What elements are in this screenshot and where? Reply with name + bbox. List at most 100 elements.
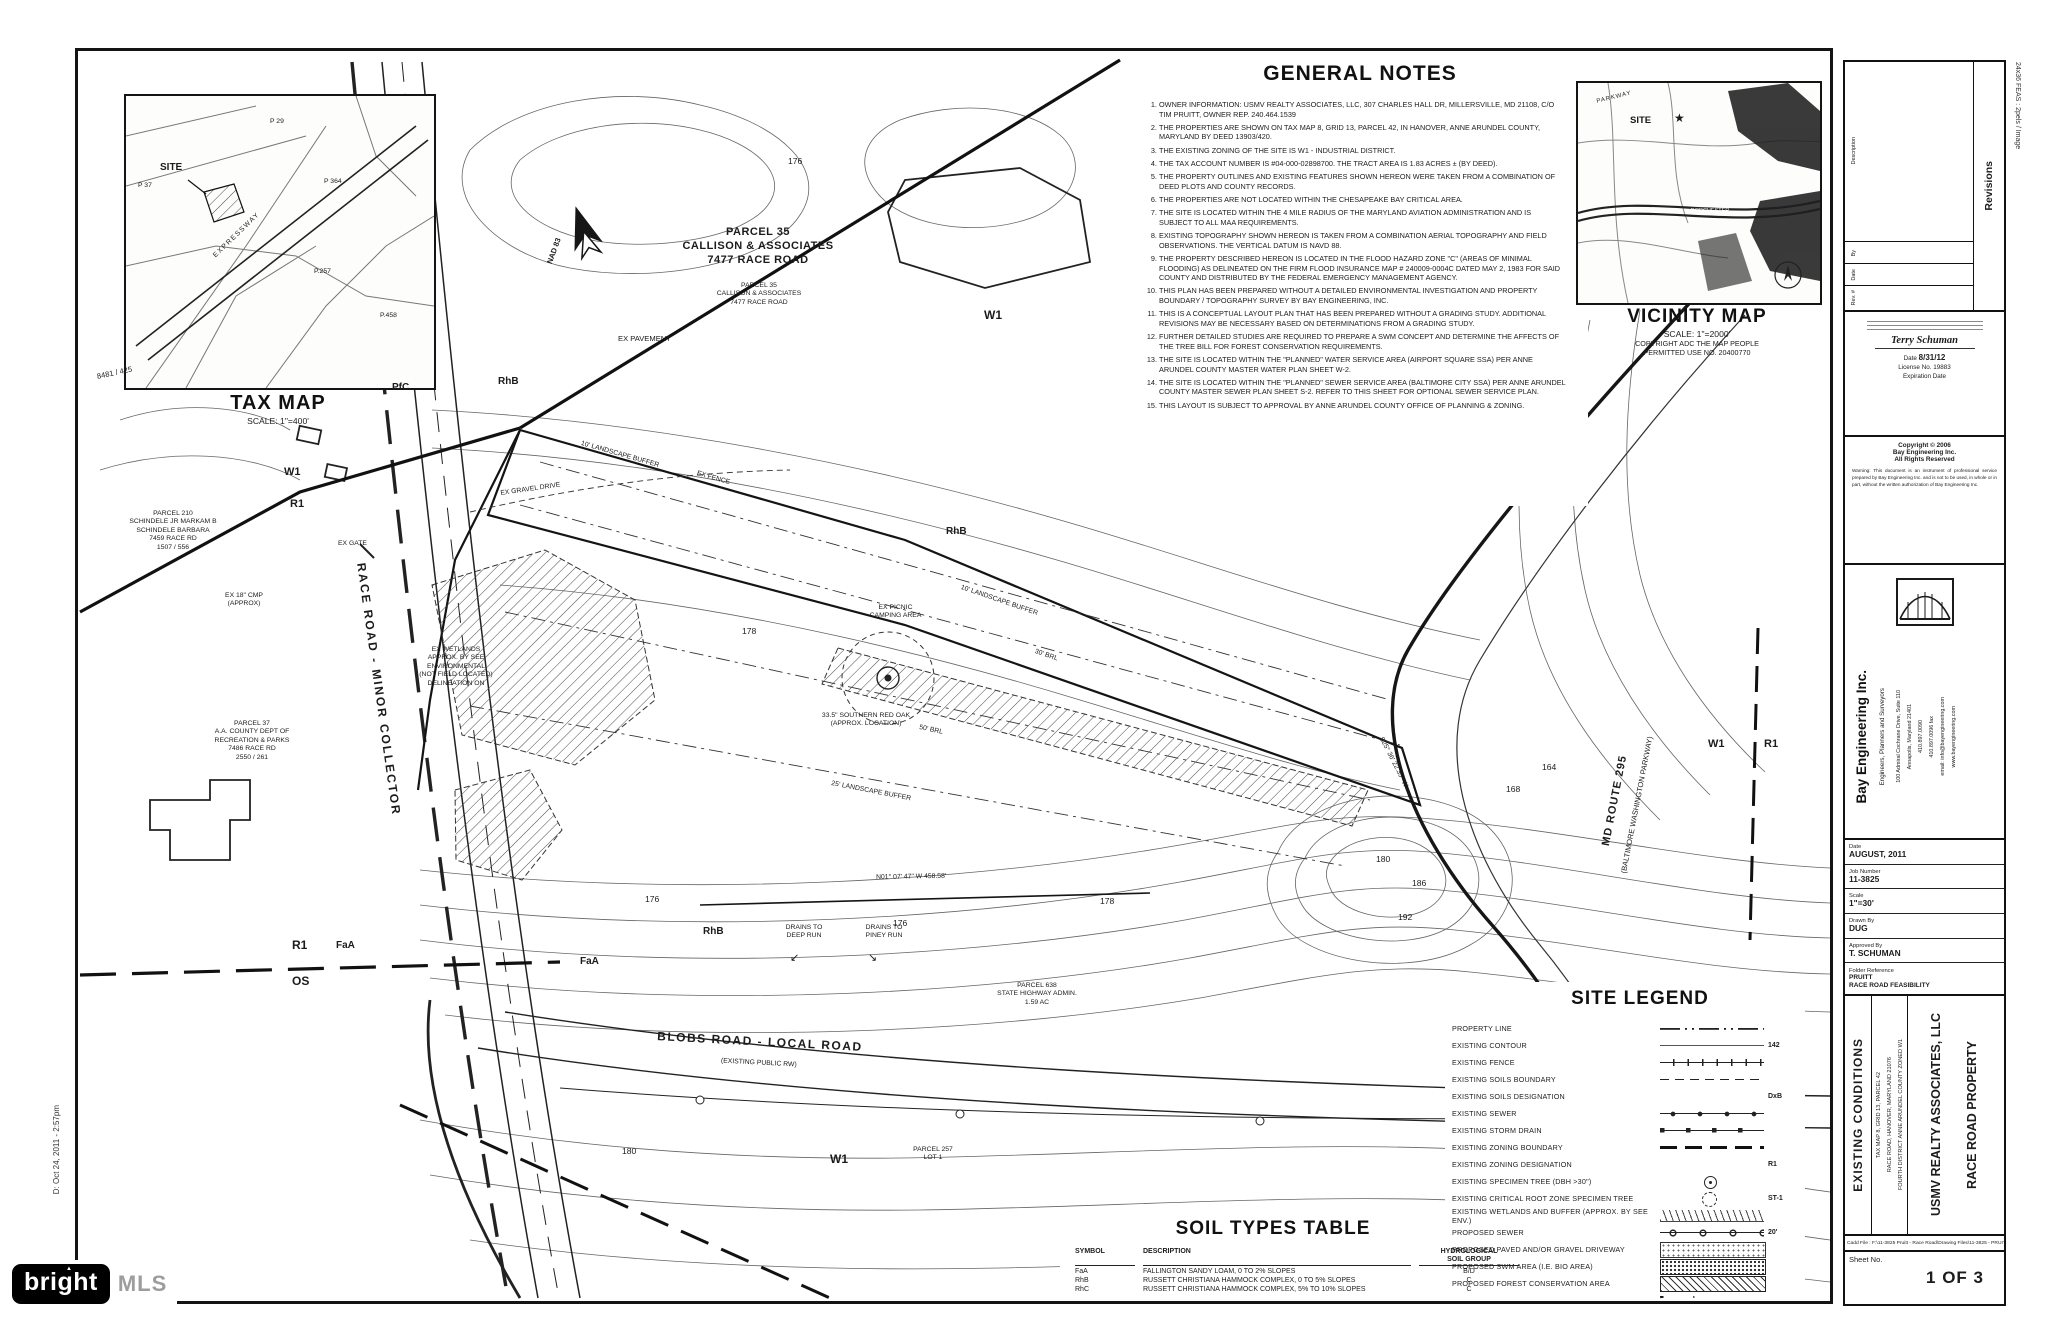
soil-symbol: RhC xyxy=(1075,1286,1090,1294)
stamp-date-value: 8/31/12 xyxy=(1918,353,1946,362)
project-col: RACE ROAD PROPERTY xyxy=(1955,996,1989,1234)
project-meta-3: FOURTH DISTRICT ANNE ARUNDEL COUNTY ZONE… xyxy=(1897,1039,1904,1191)
revisions-divider xyxy=(1973,62,1974,310)
label-zone-w1-left: W1 xyxy=(284,466,301,478)
contour-176-b: 176 xyxy=(645,894,660,904)
legend-item-label: EXISTING CRITICAL ROOT ZONE SPECIMEN TRE… xyxy=(1452,1194,1634,1203)
info-folder-label: Folder Reference xyxy=(1849,968,1894,975)
vicinity-copyright-2: PERMITTED USE NO. 20400770 xyxy=(1643,348,1751,357)
info-job-label: Job Number xyxy=(1849,868,1881,875)
revisions-col-rev-label: Rev. # xyxy=(1851,290,1857,306)
sheet-number-value: 1 OF 3 xyxy=(1926,1268,1984,1287)
revisions-line-2 xyxy=(1845,263,1974,264)
info-date-label: Date xyxy=(1849,844,1862,851)
soil-symbol: RhB xyxy=(1075,1277,1089,1285)
client-name: USMV REALTY ASSOCIATES, LLC xyxy=(1929,1013,1943,1217)
titles-divider-2 xyxy=(1907,996,1908,1234)
revisions-col-date-label: Date xyxy=(1851,269,1857,281)
info-job: Job Number 11-3825 xyxy=(1845,865,2004,890)
contour-178-a: 178 xyxy=(742,626,757,636)
info-approved: Approved By T. SCHUMAN xyxy=(1845,939,2004,964)
label-parcel210: PARCEL 210 SCHINDELE JR MARKAM B SCHINDE… xyxy=(129,510,217,551)
stamp-expiration: Expiration Date xyxy=(1902,373,1947,380)
client-col: USMV REALTY ASSOCIATES, LLC xyxy=(1919,996,1953,1234)
contour-178-b: 178 xyxy=(1100,896,1115,906)
general-note-item: FURTHER DETAILED STUDIES ARE REQUIRED TO… xyxy=(1159,332,1566,351)
legend-item-label: PROPOSED SEWER xyxy=(1452,1228,1524,1237)
legend-item-symbol xyxy=(1660,1191,1764,1207)
stamp-cert-line-3 xyxy=(1866,329,1983,330)
legend-item-label: EXISTING ZONING DESIGNATION xyxy=(1452,1160,1572,1169)
drain-arrow-right-icon: ↘ xyxy=(868,952,878,964)
legend-item: PROPERTY LINE xyxy=(1452,1020,1806,1037)
label-zone-w1-b: W1 xyxy=(830,1152,848,1166)
firm-fax-col: 410.897.0096 fax xyxy=(1926,639,1937,834)
stamp-block: Terry Schuman Date 8/31/12 License No. 1… xyxy=(1845,312,2004,437)
revisions-col-date: Date xyxy=(1847,265,1861,285)
specimen-tree-symbol xyxy=(841,631,935,725)
label-drains-piney: DRAINS TO PINEY RUN xyxy=(865,924,903,940)
zoning-boundaries xyxy=(79,58,1760,1300)
vicinity-map-scale: SCALE: 1"=2000' xyxy=(1663,329,1731,339)
site-legend: PROPERTY LINE EXISTING CONTOUR 142 EXIST… xyxy=(1452,1020,1806,1292)
label-blobs-road-name: BLOBS ROAD - LOCAL ROAD xyxy=(656,1029,863,1054)
soil-types-table: SYMBOL DESCRIPTION HYDROLOGICAL SOIL GRO… xyxy=(1075,1248,1519,1293)
label-parcel638: PARCEL 638 STATE HIGHWAY ADMIN. 1.59 AC xyxy=(997,982,1077,1006)
vicinity-map-caption: VICINITY MAP SCALE: 1"=2000' COPYRIGHT A… xyxy=(1576,306,1818,357)
vicinity-map-inset: SITE ★ PARKWAY VILLAGES OF DORCHESTER xyxy=(1576,81,1822,305)
legend-item-symbol xyxy=(1660,1090,1764,1104)
cadd-file-path: Cadd File : F:\11-3825 Pruitt - Race Roa… xyxy=(1847,1241,2004,1246)
firm-web: www.bayengineering.com xyxy=(1950,705,1957,768)
revisions-col-by-label: By xyxy=(1851,249,1857,257)
revisions-col-rev: Rev. # xyxy=(1847,287,1861,309)
legend-item-symbol xyxy=(1660,1072,1764,1087)
legend-item-tag: DxB xyxy=(1768,1093,1783,1100)
copyright-warning: Warning: This document is an instrument … xyxy=(1852,468,1997,488)
legend-item-symbol xyxy=(1660,1209,1764,1222)
brightmls-watermark: bright ▲ MLS xyxy=(8,1260,178,1308)
label-soil-rhb-c: RhB xyxy=(703,926,724,937)
legend-item-tag: 20' xyxy=(1768,1229,1778,1236)
legend-item-tag: 142 xyxy=(1768,1042,1780,1049)
legend-item-label: EXISTING FENCE xyxy=(1452,1058,1515,1067)
legend-item: PROPOSED PAVED AND/OR GRAVEL DRIVEWAY xyxy=(1452,1241,1806,1258)
contour-164: 164 xyxy=(1542,762,1557,772)
firm-block: Bay Engineering Inc. Engineers, Planners… xyxy=(1845,565,2004,840)
label-picnic-area: EX PICNIC CAMPING AREA xyxy=(869,604,922,620)
general-note-item: THIS PLAN HAS BEEN PREPARED WITHOUT A DE… xyxy=(1159,286,1566,305)
legend-item-symbol xyxy=(1660,1158,1764,1172)
soil-hydro-group: C xyxy=(1466,1286,1472,1294)
firm-addr1-col: 100 Admiral Cochrane Drive, Suite 110 xyxy=(1893,639,1904,834)
vicinity-linework xyxy=(1578,83,1820,303)
label-ex-pavement: EX PAVEMENT xyxy=(618,334,671,343)
soil-table-title: SOIL TYPES TABLE xyxy=(1175,1218,1371,1239)
soil-description: RUSSETT CHRISTIANA HAMMOCK COMPLEX, 0 TO… xyxy=(1143,1277,1356,1285)
info-scale-value: 1"=30' xyxy=(1849,898,1874,909)
soil-hydro-group: C xyxy=(1466,1277,1472,1285)
legend-item-tag: ST-1 xyxy=(1768,1195,1783,1202)
project-name: RACE ROAD PROPERTY xyxy=(1965,1041,1979,1189)
tax-site-label: SITE xyxy=(160,162,183,173)
project-titles-block: EXISTING CONDITIONS TAX MAP 8, GRID 13, … xyxy=(1845,996,2004,1236)
general-note-item: THE PROPERTIES ARE NOT LOCATED WITHIN TH… xyxy=(1159,195,1566,205)
firm-name-col: Bay Engineering Inc. xyxy=(1847,639,1875,834)
label-soil-rhb-b: RhB xyxy=(946,526,967,537)
brightmls-brand: bright xyxy=(24,1268,98,1296)
meta2-col: RACE ROAD, HANOVER, MARYLAND 21076 xyxy=(1884,996,1895,1234)
legend-item: EXISTING SOILS DESIGNATION DxB xyxy=(1452,1088,1806,1105)
legend-item-label: EXISTING SEWER xyxy=(1452,1109,1517,1118)
label-soil-pfc: PfC xyxy=(392,382,410,393)
general-note-item: THE SITE IS LOCATED WITHIN THE 4 MILE RA… xyxy=(1159,208,1566,227)
legend-item: EXISTING FENCE xyxy=(1452,1054,1806,1071)
general-notes-list: OWNER INFORMATION: USMV REALTY ASSOCIATE… xyxy=(1142,100,1566,410)
firm-fax: 410.897.0096 fax xyxy=(1928,715,1935,758)
general-note-item: THIS IS A CONCEPTUAL LAYOUT PLAN THAT HA… xyxy=(1159,309,1566,328)
contour-180-b: 180 xyxy=(622,1146,637,1156)
info-folder: Folder Reference PRUITT RACE ROAD FEASIB… xyxy=(1845,963,2004,994)
revisions-col-desc-label: Description xyxy=(1851,137,1857,165)
legend-item-label: EXISTING ZONING BOUNDARY xyxy=(1452,1143,1563,1152)
revisions-line-1 xyxy=(1845,285,1974,286)
general-notes: OWNER INFORMATION: USMV REALTY ASSOCIATE… xyxy=(1142,100,1566,414)
general-note-item: THIS LAYOUT IS SUBJECT TO APPROVAL BY AN… xyxy=(1159,401,1566,411)
